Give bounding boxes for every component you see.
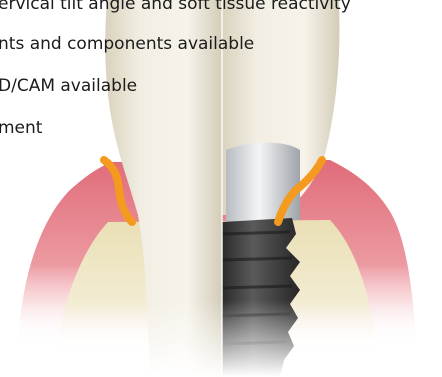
abutment xyxy=(226,143,300,223)
